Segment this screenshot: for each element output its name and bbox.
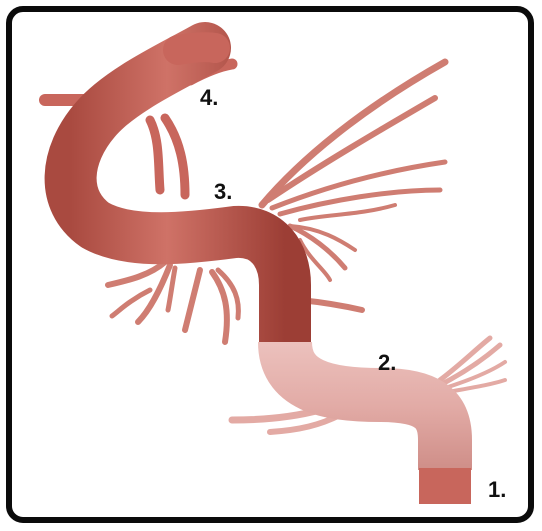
label-segment-1: 1. — [488, 477, 506, 502]
label-segment-3: 3. — [214, 179, 232, 204]
label-segment-2: 2. — [378, 350, 396, 375]
label-segment-4: 4. — [200, 85, 218, 110]
vessel-bottom-stub — [419, 468, 471, 504]
